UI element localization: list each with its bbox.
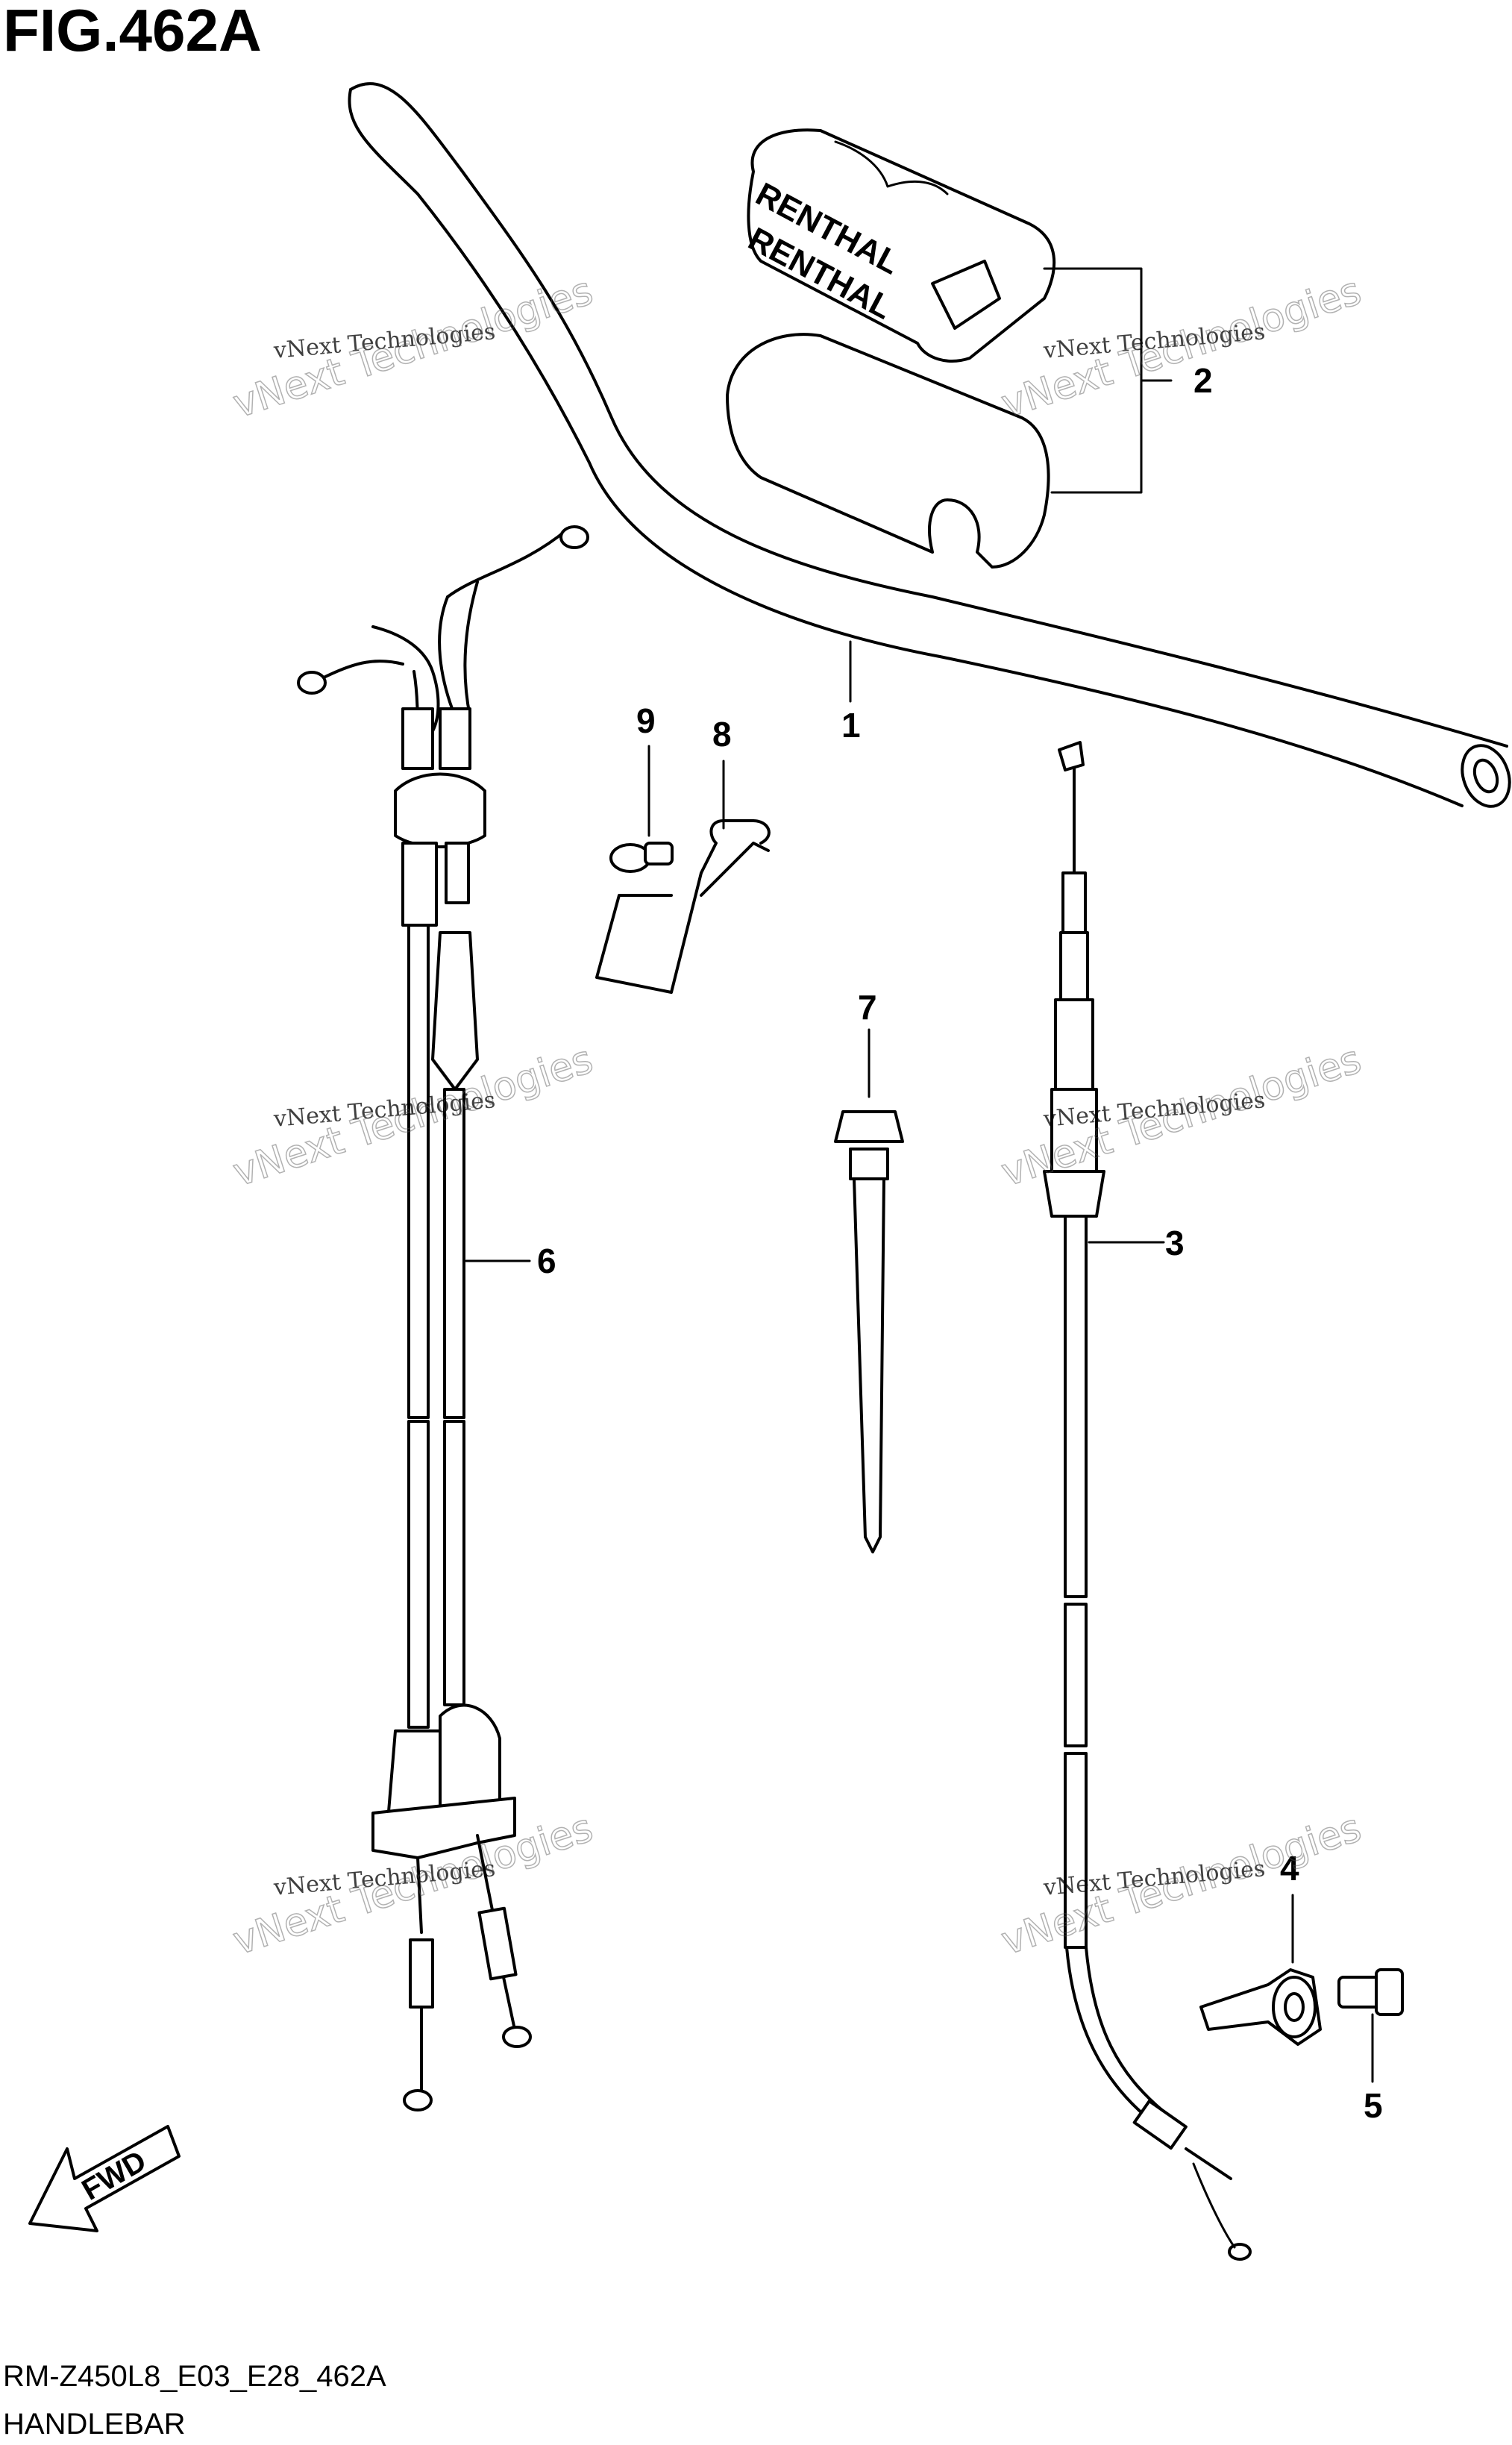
part-clamp	[1199, 1894, 1322, 2046]
callout-7: 7	[858, 988, 877, 1027]
figure-code: RM-Z450L8_E03_E28_462A	[3, 2360, 386, 2393]
part-screw	[609, 745, 674, 873]
part-guide-bracket	[595, 760, 771, 994]
fwd-label: FWD	[77, 2144, 152, 2207]
part-throttle-cable	[297, 525, 589, 2111]
callout-5: 5	[1364, 2086, 1383, 2125]
part-pad: RENTHAL RENTHAL	[726, 128, 1173, 569]
callout-4: 4	[1280, 1849, 1299, 1888]
watermark-top-right: vNext Technologies vNext Technologies	[996, 268, 1367, 428]
callout-6: 6	[537, 1242, 556, 1280]
watermark-mid-right: vNext Technologies vNext Technologies	[996, 1036, 1367, 1196]
watermark-top-left: vNext Technologies vNext Technologies	[228, 268, 599, 428]
callout-3: 3	[1165, 1224, 1185, 1262]
watermark-bottom-right: vNext Technologies vNext Technologies	[996, 1805, 1367, 1965]
callout-8: 8	[712, 715, 732, 754]
part-tie-strap	[834, 1028, 904, 1553]
part-clutch-cable	[1043, 741, 1252, 2261]
part-bolt	[1337, 1968, 1404, 2083]
callout-1: 1	[841, 706, 861, 745]
figure-title: FIG.462A	[3, 0, 262, 63]
figure-name: HANDLEBAR	[3, 2408, 186, 2441]
callout-9: 9	[636, 701, 656, 740]
part-handlebar	[348, 82, 1511, 808]
callout-2: 2	[1193, 361, 1213, 400]
fwd-arrow-icon: FWD	[28, 2125, 181, 2232]
